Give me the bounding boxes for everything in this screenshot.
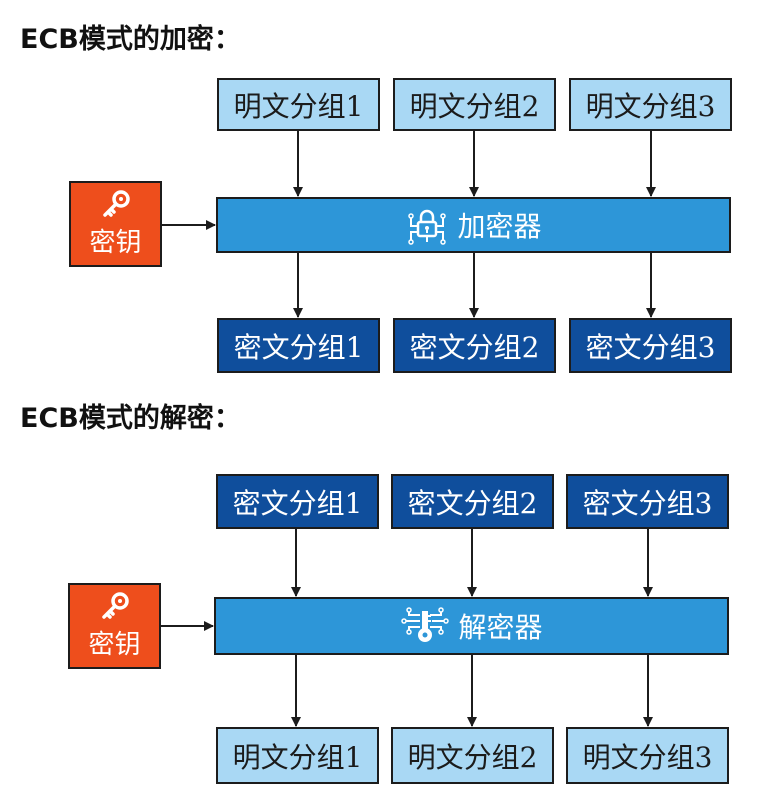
lock-circuit-icon (405, 205, 449, 245)
decryption-output-block-1: 明文分组1 (216, 727, 379, 784)
decryption-input-block-3: 密文分组3 (566, 474, 729, 529)
decryptor-label: 解密器 (458, 611, 543, 644)
key-icon (101, 189, 131, 222)
decryption-output-block-2: 明文分组2 (391, 727, 554, 784)
encryption-key-label: 密钥 (89, 227, 142, 258)
key-circuit-icon (400, 606, 450, 646)
decryption-key-label: 密钥 (88, 629, 141, 660)
decryption-heading: ECB模式的解密： (20, 403, 241, 434)
decryption-input-block-1: 密文分组1 (216, 474, 379, 529)
encryptor-bar: 加密器 (216, 197, 731, 253)
encryption-input-block-3: 明文分组3 (569, 78, 732, 131)
encryption-input-block-1: 明文分组1 (217, 78, 380, 131)
key-icon (100, 591, 130, 624)
encryption-output-block-3: 密文分组3 (569, 318, 732, 373)
decryption-output-block-3: 明文分组3 (566, 727, 729, 784)
encryption-input-block-2: 明文分组2 (393, 78, 556, 131)
encryption-output-block-2: 密文分组2 (393, 318, 556, 373)
decryption-key-box: 密钥 (68, 583, 161, 669)
encryption-heading: ECB模式的加密： (20, 24, 241, 55)
decryption-input-block-2: 密文分组2 (391, 474, 554, 529)
encryption-key-box: 密钥 (69, 181, 162, 267)
decryptor-bar: 解密器 (214, 597, 729, 655)
encryption-output-block-1: 密文分组1 (217, 318, 380, 373)
encryptor-label: 加密器 (457, 210, 542, 243)
